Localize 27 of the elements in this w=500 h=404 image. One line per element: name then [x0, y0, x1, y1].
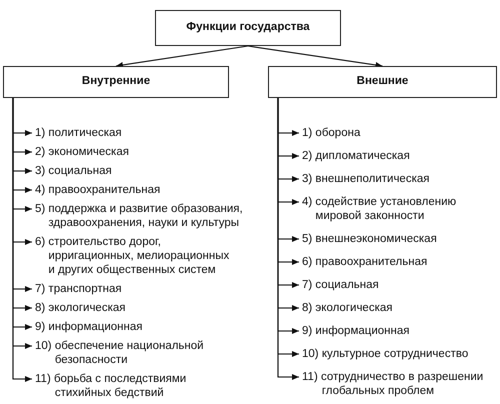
function-item: 11) борьба с последствиями стихийных бедствий	[32, 372, 244, 400]
function-item: 2) дипломатическая	[299, 149, 497, 163]
function-item: 3) внешнеполитическая	[299, 172, 497, 186]
function-item: 3) социальная	[32, 164, 244, 178]
category-box: Внутренние	[3, 66, 229, 98]
function-item: 9) информационная	[299, 324, 497, 338]
function-item: 4) содействие установлению мировой законности	[299, 195, 497, 223]
function-item: 10) культурное сотрудничество	[299, 347, 497, 361]
function-item: 1) политическая	[32, 126, 244, 140]
function-item: 2) экономическая	[32, 145, 244, 159]
category-box: Внешние	[268, 66, 497, 98]
arrow	[116, 45, 248, 68]
function-item: 6) строительство дорог, ирригационных, мелиорационных и других общественных систем	[32, 235, 237, 277]
function-item: 4) правоохранительная	[32, 183, 244, 197]
function-item: 8) экологическая	[32, 301, 244, 315]
function-item: 10) обеспечение национальной безопасности	[32, 339, 244, 367]
function-item: 5) внешнеэкономическая	[299, 232, 497, 246]
function-item: 7) социальная	[299, 278, 497, 292]
function-item: 7) транспортная	[32, 282, 244, 296]
function-item: 5) поддержка и развитие образования, здравоохранения, науки и культуры	[32, 202, 244, 230]
function-item: 6) правоохранительная	[299, 255, 497, 269]
function-item: 1) оборона	[299, 126, 497, 140]
title-box: Функции государства	[155, 10, 341, 46]
arrow	[248, 45, 383, 68]
function-item: 11) сотрудничество в разрешении глобальных проблем	[299, 370, 497, 398]
function-item: 8) экологическая	[299, 301, 497, 315]
function-item: 9) информационная	[32, 320, 244, 334]
